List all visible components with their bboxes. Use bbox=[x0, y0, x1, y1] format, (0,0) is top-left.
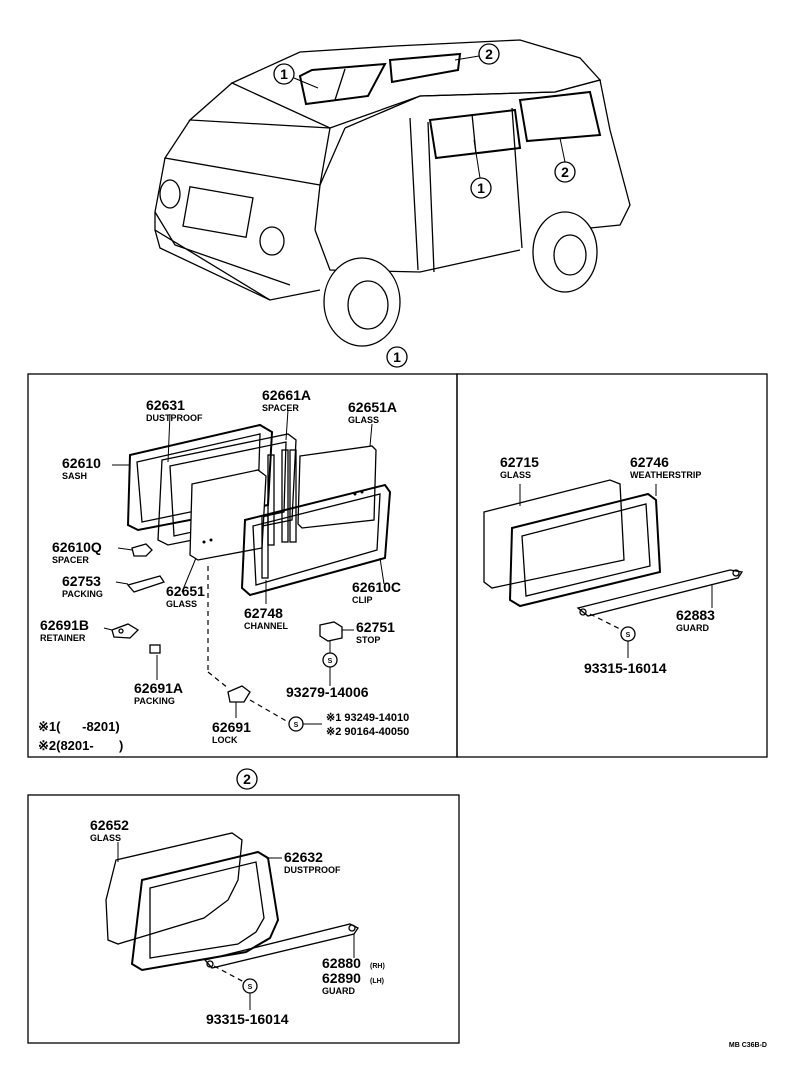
footnote-2: ※2(8201- ) bbox=[38, 738, 123, 753]
part-name-dustproof: DUSTPROOF bbox=[146, 413, 203, 423]
diagram-code: MB C36B-D bbox=[729, 1042, 767, 1049]
part-name-channel: CHANNEL bbox=[244, 621, 289, 631]
part-name-packing: PACKING bbox=[134, 696, 175, 706]
panel-1b-frame bbox=[456, 373, 768, 758]
part-name-weatherstrip: WEATHERSTRIP bbox=[630, 470, 701, 480]
part-number-62632: 62632 bbox=[284, 849, 323, 865]
part-number-62610: 62610 bbox=[62, 455, 101, 471]
section-1-marker: 1 bbox=[393, 349, 401, 365]
van-illustration: 1 2 1 2 bbox=[154, 39, 631, 347]
part-name-glass: GLASS bbox=[90, 833, 121, 843]
screw-number-panel-1b: 93315-16014 bbox=[584, 660, 667, 676]
part-number-62661a: 62661A bbox=[262, 387, 311, 403]
part-number-62651a: 62651A bbox=[348, 399, 397, 415]
part-number-62610c: 62610C bbox=[352, 579, 401, 595]
screw-number-panel-2: 93315-16014 bbox=[206, 1011, 289, 1027]
part-number-62748: 62748 bbox=[244, 605, 283, 621]
part-name-lock: LOCK bbox=[212, 735, 238, 745]
part-number-62883: 62883 bbox=[676, 607, 715, 623]
screw-icon-stop: S bbox=[328, 658, 333, 665]
callout-2-side: 2 bbox=[561, 164, 569, 180]
part-number-62691: 62691 bbox=[212, 719, 251, 735]
part-name-glass: GLASS bbox=[348, 415, 379, 425]
part-name-sash: SASH bbox=[62, 471, 87, 481]
screw-icon-lock: S bbox=[294, 722, 299, 729]
part-number-62715: 62715 bbox=[500, 454, 539, 470]
part-name-glass: GLASS bbox=[166, 599, 197, 609]
part-tag-rh: (RH) bbox=[370, 963, 385, 970]
panel-2-frame bbox=[27, 794, 460, 1044]
callout-1-side: 1 bbox=[477, 180, 485, 196]
part-name-packing: PACKING bbox=[62, 589, 103, 599]
part-name-dustproof: DUSTPROOF bbox=[284, 865, 341, 875]
screw-icon-panel-2: S bbox=[248, 984, 253, 991]
part-number-62691a: 62691A bbox=[134, 680, 183, 696]
part-number-62651: 62651 bbox=[166, 583, 205, 599]
callout-2-roof: 2 bbox=[485, 46, 493, 62]
part-number-62631: 62631 bbox=[146, 397, 185, 413]
part-name-spacer: SPACER bbox=[262, 403, 299, 413]
part-name-glass: GLASS bbox=[500, 470, 531, 480]
part-number-62652: 62652 bbox=[90, 817, 129, 833]
screw-number-lock-1: ※1 93249-14010 bbox=[326, 712, 409, 724]
screw-number-stop: 93279-14006 bbox=[286, 684, 369, 700]
part-name-retainer: RETAINER bbox=[40, 633, 86, 643]
part-tag-lh: (LH) bbox=[370, 978, 384, 985]
part-number-62880: 62880 bbox=[322, 955, 361, 971]
footnote-1: ※1( -8201) bbox=[38, 719, 120, 734]
part-number-62751: 62751 bbox=[356, 619, 395, 635]
part-name-guard: GUARD bbox=[322, 986, 355, 996]
part-name-guard: GUARD bbox=[676, 623, 709, 633]
panel-2-drawing: S bbox=[105, 832, 359, 1010]
part-number-62890: 62890 bbox=[322, 970, 361, 986]
part-name-stop: STOP bbox=[356, 635, 380, 645]
part-number-62746: 62746 bbox=[630, 454, 669, 470]
part-number-62691b: 62691B bbox=[40, 617, 89, 633]
screw-number-lock-2: ※2 90164-40050 bbox=[326, 726, 409, 738]
callout-1-roof: 1 bbox=[280, 66, 288, 82]
screw-icon-panel-1b: S bbox=[626, 632, 631, 639]
panel-1b-drawing: S bbox=[483, 479, 744, 658]
section-2-marker: 2 bbox=[243, 771, 251, 787]
panel-1-drawing: S S bbox=[103, 409, 392, 732]
part-name-spacer: SPACER bbox=[52, 555, 89, 565]
part-number-62610q: 62610Q bbox=[52, 539, 102, 555]
part-name-clip: CLIP bbox=[352, 595, 373, 605]
part-number-62753: 62753 bbox=[62, 573, 101, 589]
